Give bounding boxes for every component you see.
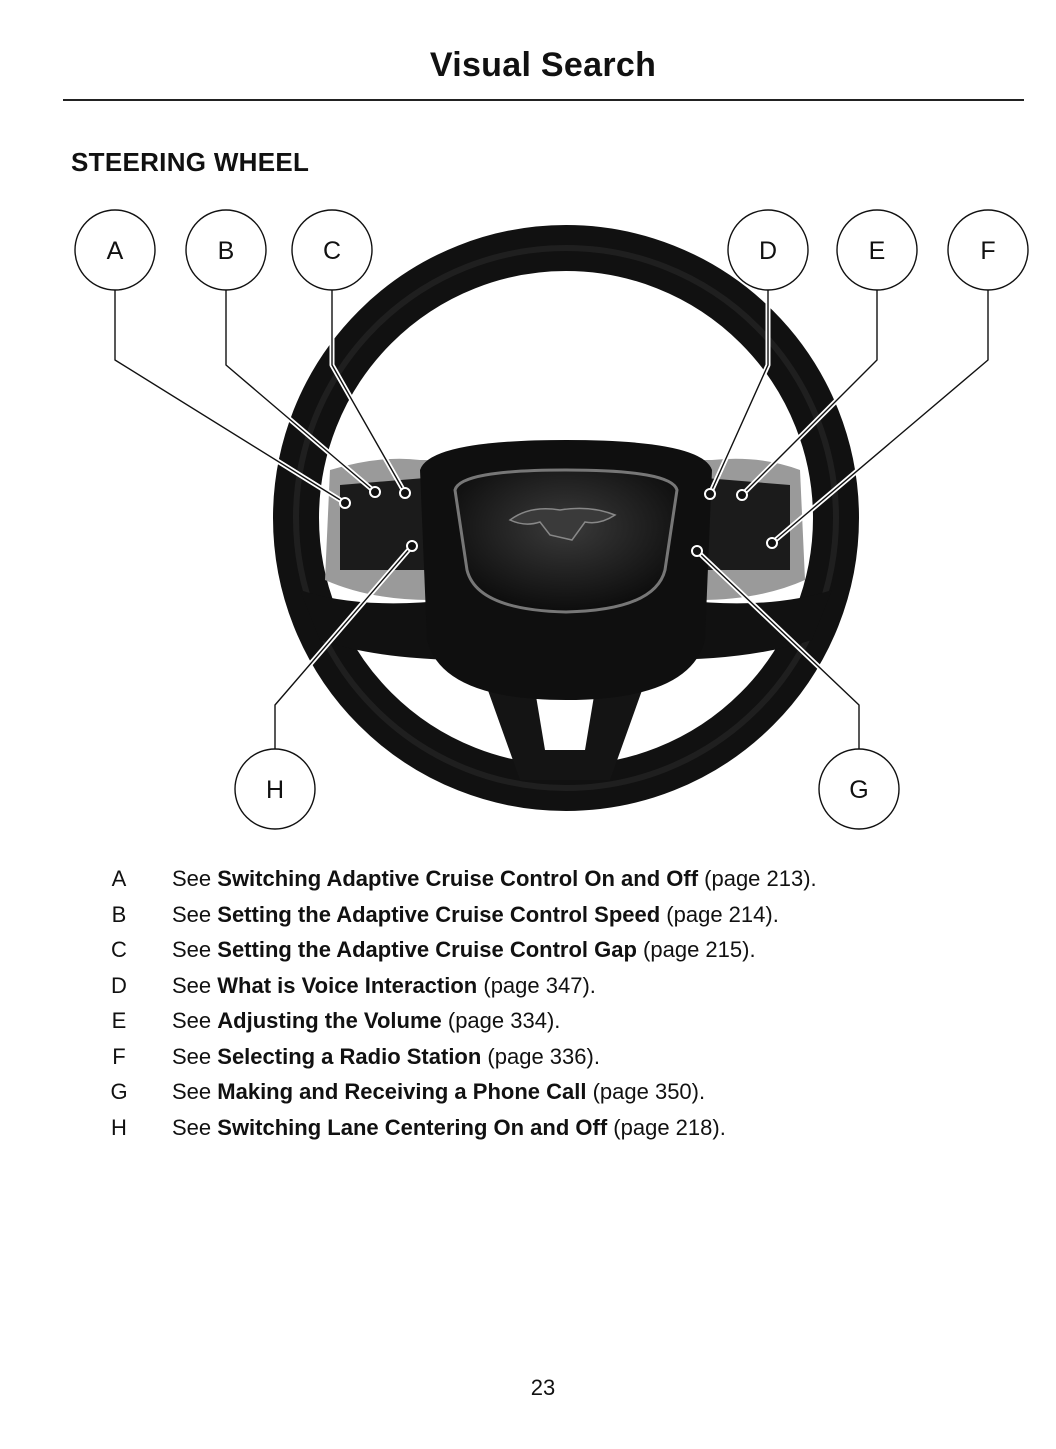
cross-reference-link[interactable]: Setting the Adaptive Cruise Control Spee… <box>217 901 661 927</box>
svg-text:A: A <box>107 237 124 265</box>
svg-text:E: E <box>869 237 886 265</box>
item-prefix: See <box>172 1043 218 1069</box>
page-number: 23 <box>530 1375 556 1400</box>
header-divider <box>63 99 1024 101</box>
svg-text:C: C <box>323 237 341 265</box>
svg-text:F: F <box>980 237 995 265</box>
steering-wheel-image <box>273 225 859 811</box>
item-page: (page 347). <box>477 972 596 998</box>
item-key: E <box>111 1008 127 1033</box>
cross-reference-link[interactable]: Selecting a Radio Station <box>217 1043 482 1069</box>
cross-reference-link[interactable]: What is Voice Interaction <box>217 972 478 998</box>
cross-reference-link[interactable]: Switching Adaptive Cruise Control On and… <box>217 866 699 891</box>
item-prefix: See <box>172 901 218 927</box>
item-page: (page 350). <box>586 1079 706 1104</box>
item-key: A <box>111 866 127 891</box>
steering-wheel-figure: A B C D E F G H <box>74 209 1029 830</box>
cross-reference-link[interactable]: Switching Lane Centering On and Off <box>217 1114 608 1140</box>
callout-lines <box>112 290 991 749</box>
item-prefix: See <box>172 1079 218 1104</box>
svg-text:D: D <box>759 237 777 265</box>
cross-reference-link[interactable]: Making and Receiving a Phone Call <box>217 1079 587 1104</box>
item-prefix: See <box>172 1114 218 1140</box>
svg-text:B: B <box>218 237 235 265</box>
item-prefix: See <box>172 866 218 891</box>
section-heading: STEERING WHEEL <box>71 147 310 177</box>
item-prefix: See <box>172 937 218 962</box>
item-page: (page 213). <box>698 866 817 891</box>
cross-reference-link[interactable]: Adjusting the Volume <box>217 1008 442 1033</box>
item-page: (page 214). <box>660 901 779 927</box>
item-key: G <box>110 1079 128 1104</box>
svg-text:G: G <box>849 776 868 804</box>
item-key: H <box>111 1114 127 1140</box>
item-key: C <box>111 937 127 962</box>
svg-text:H: H <box>266 776 284 804</box>
item-prefix: See <box>172 1008 218 1033</box>
item-prefix: See <box>172 972 218 998</box>
cross-reference-link[interactable]: Setting the Adaptive Cruise Control Gap <box>217 937 637 962</box>
item-key: F <box>112 1043 126 1069</box>
callout-h: H <box>234 748 316 830</box>
callout-g: G <box>818 748 900 830</box>
callout-a: A <box>74 209 156 291</box>
item-key: B <box>111 901 127 927</box>
callout-d: D <box>727 209 809 291</box>
item-page: (page 336). <box>481 1043 600 1069</box>
item-page: (page 218). <box>607 1114 726 1140</box>
page-title: Visual Search <box>429 46 657 84</box>
callout-b: B <box>185 209 267 291</box>
item-key: D <box>111 972 127 998</box>
item-page: (page 334). <box>441 1008 561 1033</box>
item-page: (page 215). <box>636 937 756 962</box>
callout-f: F <box>947 209 1029 291</box>
callout-c: C <box>291 209 373 291</box>
callout-e: E <box>836 209 918 291</box>
